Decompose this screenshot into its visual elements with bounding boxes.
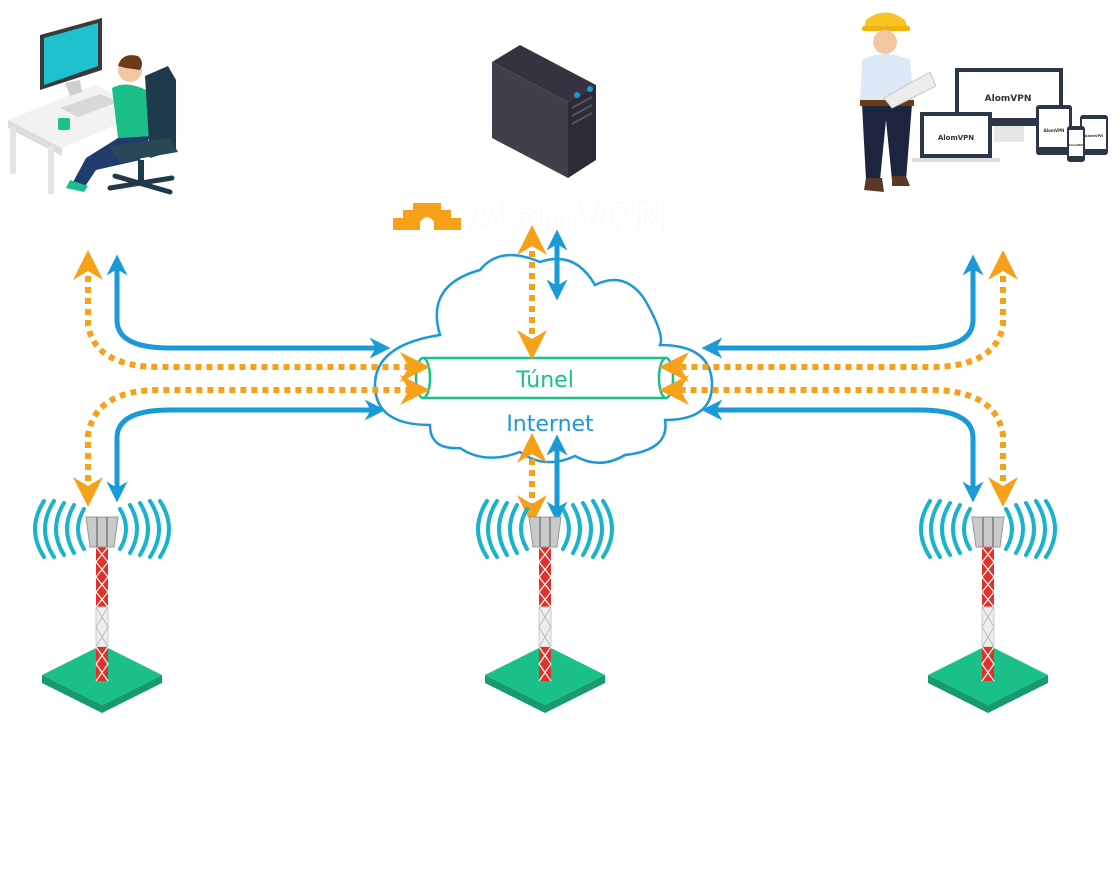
right-flows <box>659 250 1018 507</box>
internet-label: Internet <box>506 412 594 437</box>
cell-tower-icon <box>35 501 169 713</box>
vpn-flow-arrow <box>73 250 430 382</box>
internet-flow-arrow <box>106 399 386 503</box>
device-screen-brand: AlomVPN <box>1044 128 1065 133</box>
left-flows <box>73 250 430 507</box>
alomvpn-logo-icon <box>393 203 461 230</box>
center-flows <box>517 225 568 525</box>
device-screen-brand: AlomVPN <box>985 94 1032 104</box>
vpn-flow-arrow <box>659 250 1018 382</box>
device-screen-brand: AlomVPN <box>938 134 974 142</box>
technician-with-devices-icon: AlomVPN AlomVPN AlomVPN AlomVPN AlomVPN <box>860 12 1108 192</box>
alomvpn-logo: AlomVPN <box>393 195 668 239</box>
internet-flow-arrow <box>701 399 984 503</box>
alomvpn-brand-text: AlomVPN <box>470 195 667 239</box>
device-screen-brand: AlomVPN <box>1085 134 1103 138</box>
internet-flow-arrow <box>701 254 984 359</box>
cell-tower-icon <box>921 501 1055 713</box>
server-tower-icon <box>492 45 596 178</box>
vpn-flow-arrow <box>73 375 430 507</box>
office-user-icon <box>8 18 178 195</box>
cell-tower-icon <box>478 501 612 713</box>
device-screen-brand: AlomVPN <box>1068 143 1084 147</box>
vpn-flow-arrow <box>659 375 1018 507</box>
internet-flow-arrow <box>106 254 391 359</box>
tunnel-label: Túnel <box>515 368 574 393</box>
